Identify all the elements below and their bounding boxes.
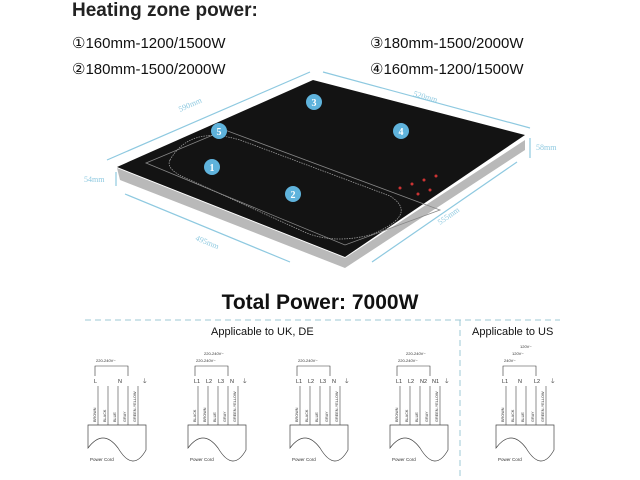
- wire-label: BLUE: [521, 412, 525, 422]
- terminal-label: L2: [308, 379, 314, 385]
- terminal-label: ⏚: [142, 378, 148, 385]
- terminal-label: N2: [420, 379, 427, 385]
- voltage-label: 120V~: [512, 351, 524, 356]
- wire-label: BLACK: [405, 409, 409, 422]
- wire-label: GRAY: [123, 411, 127, 422]
- power-cord-shape: [187, 424, 247, 462]
- wire-label: GRAY: [425, 411, 429, 422]
- power-cord-label: Power Cord: [190, 457, 214, 462]
- voltage-label: 220-240V~: [196, 358, 216, 363]
- voltage-label: 120V~: [520, 344, 532, 349]
- voltage-label: 220-240V~: [96, 358, 116, 363]
- marker-4: 4: [399, 127, 404, 138]
- voltage-label: 240V~: [504, 358, 516, 363]
- wiring-diagram-1: 220-240V~ L N ⏚ BROWN BLACK BLUE GRAY GREEN-YELL…: [87, 358, 148, 462]
- terminal-label: L: [94, 379, 97, 385]
- terminal-label: ⏚: [444, 378, 450, 385]
- region-us-label: Applicable to US: [472, 326, 554, 338]
- wiring-diagram-3: 220-240V~ L1 L2 L3 N ⏚ BROWN BLACK BLUE GRAY GREEN…: [289, 358, 350, 462]
- wire-label: BLUE: [315, 412, 319, 422]
- cutout-depth-label: 555mm: [436, 205, 462, 227]
- terminal-label: N: [118, 379, 122, 385]
- terminal-label: L2: [534, 379, 540, 385]
- wire-label: BROWN: [295, 407, 299, 422]
- wire-label: GRAY: [531, 411, 535, 422]
- voltage-label: 220-240V~: [398, 358, 418, 363]
- wire-label: BLUE: [113, 412, 117, 422]
- power-cord-label: Power Cord: [498, 457, 522, 462]
- depth-dimension-line: [322, 71, 531, 129]
- voltage-label: 220-240V~: [406, 351, 426, 356]
- wire-label: GREEN-YELLOW: [335, 391, 339, 422]
- power-cord-shape: [289, 424, 349, 462]
- cooktop-frame: [117, 140, 525, 268]
- heading: Heating zone power:: [72, 0, 258, 21]
- wiring-diagram-5: 240V~ 120V~ 120V~ L1 N L2 ⏚ BROWN BLACK BLUE GRAY G…: [495, 344, 556, 462]
- terminal-label: ⏚: [550, 378, 556, 385]
- wire-label: GRAY: [223, 411, 227, 422]
- voltage-label: 220-240V~: [298, 358, 318, 363]
- marker-3: 3: [312, 98, 317, 109]
- wire-label: BLUE: [213, 412, 217, 422]
- wire-label: GREEN-YELLOW: [435, 391, 439, 422]
- wire-label: BLACK: [511, 409, 515, 422]
- terminal-label: ⏚: [242, 378, 248, 385]
- wire-label: GREEN-YELLOW: [133, 391, 137, 422]
- total-power: Total Power: 7000W: [221, 291, 419, 314]
- wire-label: GREEN-YELLOW: [541, 391, 545, 422]
- height-right-label: 58mm: [536, 143, 557, 152]
- height-left-label: 54mm: [84, 175, 105, 184]
- terminal-label: L1: [396, 379, 402, 385]
- terminal-label: L1: [502, 379, 508, 385]
- wiring-diagram-4: 220-240V~ 220-240V~ L1 L2 N2 N1 ⏚ BROWN BLACK BLU…: [389, 351, 450, 462]
- power-cord-shape: [495, 424, 555, 462]
- zone-4-spec: ④160mm-1200/1500W: [370, 61, 524, 78]
- terminal-label: ⏚: [344, 378, 350, 385]
- power-cord-shape: [389, 424, 449, 462]
- wire-label: BLACK: [193, 409, 197, 422]
- zone-3-spec: ③180mm-1500/2000W: [370, 35, 524, 52]
- marker-2: 2: [291, 190, 296, 201]
- cutout-width-label: 495mm: [194, 234, 221, 252]
- wire-label: BLACK: [103, 409, 107, 422]
- depth-label: 520mm: [412, 89, 439, 104]
- wire-label: GREEN-YELLOW: [233, 391, 237, 422]
- wire-label: BROWN: [93, 407, 97, 422]
- width-dimension-line: [106, 71, 311, 161]
- voltage-label: 220-240V~: [204, 351, 224, 356]
- width-label: 590mm: [177, 95, 204, 113]
- terminal-label: N: [230, 379, 234, 385]
- terminal-label: L2: [206, 379, 212, 385]
- wire-label: BROWN: [203, 407, 207, 422]
- terminal-label: L3: [320, 379, 326, 385]
- terminal-label: N1: [432, 379, 439, 385]
- marker-5: 5: [217, 127, 222, 138]
- wiring-diagram-2: 220-240V~ 220-240V~ L1 L2 L3 N ⏚ BLACK BROWN BLUE…: [187, 351, 248, 462]
- zone-1-spec: ①160mm-1200/1500W: [72, 35, 226, 52]
- cooktop-illustration: 590mm 520mm 58mm 54mm 495mm 555mm 1 2 3 …: [84, 71, 557, 268]
- region-eu-label: Applicable to UK, DE: [211, 326, 314, 338]
- zone-2-spec: ②180mm-1500/2000W: [72, 61, 226, 78]
- power-cord-label: Power Cord: [292, 457, 316, 462]
- marker-1: 1: [210, 163, 215, 174]
- terminal-label: L2: [408, 379, 414, 385]
- wire-label: BLACK: [305, 409, 309, 422]
- terminal-label: N: [518, 379, 522, 385]
- wiring-section: 220-240V~ L N ⏚ BROWN BLACK BLUE GRAY GREEN-YELL…: [85, 319, 560, 478]
- wire-label: BROWN: [395, 407, 399, 422]
- terminal-label: L3: [218, 379, 224, 385]
- wire-label: BLUE: [415, 412, 419, 422]
- power-cord-label: Power Cord: [90, 457, 114, 462]
- wire-label: GRAY: [325, 411, 329, 422]
- terminal-label: L1: [194, 379, 200, 385]
- power-cord-label: Power Cord: [392, 457, 416, 462]
- wire-label: BROWN: [501, 407, 505, 422]
- zone-markers: 1 2 3 4 5: [204, 94, 409, 202]
- terminal-label: L1: [296, 379, 302, 385]
- power-cord-shape: [87, 424, 147, 462]
- terminal-label: N: [332, 379, 336, 385]
